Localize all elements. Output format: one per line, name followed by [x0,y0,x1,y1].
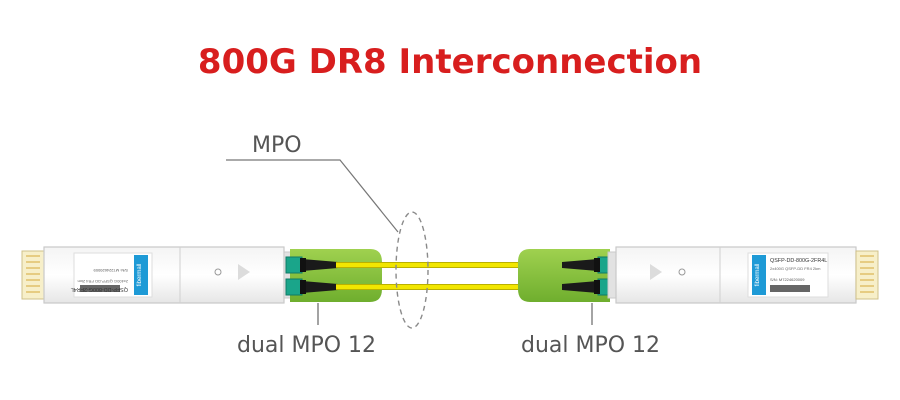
left-mpo-connector-top [285,256,303,274]
left-module-desc: 2x400G QSFP-DD FR4 2km [77,279,128,284]
left-screw-icon [214,268,222,276]
mpo-highlight-ellipse [395,211,429,329]
right-module-desc: 2x400G QSFP-DD FR4 2km [770,266,821,271]
left-mpo-connector-bottom [285,278,303,296]
right-screw-icon [678,268,686,276]
left-arrow-icon [238,264,250,280]
left-edge-connector [21,250,45,300]
left-connector-label: dual MPO 12 [237,333,376,358]
diagram-title: 800G DR8 Interconnection [197,42,703,82]
mpo-callout: MPO [226,133,429,329]
left-transceiver-module: fibermall QSFP-DD-800G-2FR4L 2x400G QSFP… [21,246,293,304]
right-module-label: fibermall QSFP-DD-800G-2FR4L 2x400G QSFP… [747,252,829,298]
right-transceiver-module: fibermall QSFP-DD-800G-2FR4L 2x400G QSFP… [607,246,879,304]
right-module-serial: S/N: M7224620009 [770,277,805,282]
left-cable-boot [285,249,382,302]
mpo-label: MPO [252,133,302,158]
left-module-label: fibermall QSFP-DD-800G-2FR4L 2x400G QSFP… [71,252,153,298]
mpo-leader-line [226,159,399,233]
right-edge-connector [855,250,879,300]
right-brand-badge [752,255,766,295]
right-connector-label: dual MPO 12 [521,333,660,358]
right-brand-text: fibermall [755,264,761,287]
right-arrow-icon [650,264,662,280]
left-brand-text: fibermall [137,264,143,287]
left-brand-badge [134,255,148,295]
left-module-serial: S/N: M7224620009 [93,268,128,273]
left-barcode [80,285,120,292]
right-module-model: QSFP-DD-800G-2FR4L [770,258,827,264]
right-barcode [770,285,810,292]
left-connector-callout: dual MPO 12 [237,303,376,358]
right-connector-callout: dual MPO 12 [521,303,660,358]
right-cable-boot [518,249,615,302]
